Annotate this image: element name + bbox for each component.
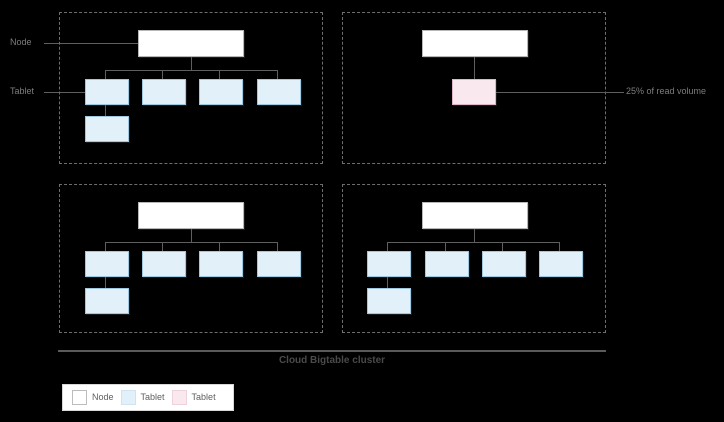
node-group-1-container <box>59 12 323 164</box>
connector-drop-3-3 <box>219 242 220 251</box>
connector-drop-4-1 <box>387 242 388 251</box>
tablet-box-4-5[interactable] <box>367 288 411 314</box>
tablet-box-1-1[interactable] <box>85 79 129 105</box>
hot-tablet-swatch-icon <box>171 390 187 405</box>
tablet-box-4-3[interactable] <box>482 251 526 277</box>
node-group-2-container <box>342 12 606 164</box>
connector-trunk-4 <box>474 229 475 242</box>
tablet-leader-line <box>44 92 85 93</box>
tablet-box-3-1[interactable] <box>85 251 129 277</box>
connector-drop-1-5 <box>105 105 106 116</box>
node-swatch-icon <box>72 390 87 405</box>
legend-entry-tablet: Tablet <box>120 390 165 405</box>
connector-drop-4-2 <box>445 242 446 251</box>
connector-drop-4-5 <box>387 277 388 288</box>
legend-entry-hot-tablet: Tablet <box>171 390 216 405</box>
cluster-caption: Cloud Bigtable cluster <box>278 355 386 366</box>
node-box-1[interactable] <box>138 30 244 57</box>
connector-bus-4 <box>387 242 559 243</box>
tablet-box-3-3[interactable] <box>199 251 243 277</box>
connector-bus-1 <box>105 70 277 71</box>
connector-drop-3-4 <box>277 242 278 251</box>
legend-label-node: Node <box>92 392 114 402</box>
connector-drop-3-2 <box>162 242 163 251</box>
connector-drop-3-1 <box>105 242 106 251</box>
connector-bus-3 <box>105 242 277 243</box>
connector-drop-3-5 <box>105 277 106 288</box>
tablet-box-1-4[interactable] <box>257 79 301 105</box>
node-row-label: Node <box>10 37 32 47</box>
legend-label-hot-tablet: Tablet <box>191 392 216 402</box>
connector-drop-4-3 <box>502 242 503 251</box>
tablet-box-3-2[interactable] <box>142 251 186 277</box>
node-leader-line <box>44 43 138 44</box>
hot-tablet-box-2-1[interactable] <box>452 79 496 105</box>
tablet-swatch-icon <box>120 390 136 405</box>
tablet-box-4-1[interactable] <box>367 251 411 277</box>
connector-trunk-3 <box>191 229 192 242</box>
node-group-4-container <box>342 184 606 333</box>
node-group-3-container <box>59 184 323 333</box>
tablet-row-label: Tablet <box>10 86 35 96</box>
legend: Node Tablet Tablet <box>62 384 234 411</box>
tablet-box-4-4[interactable] <box>539 251 583 277</box>
cluster-divider <box>58 350 606 352</box>
legend-label-tablet: Tablet <box>140 392 165 402</box>
connector-trunk-1 <box>191 57 192 70</box>
tablet-box-3-4[interactable] <box>257 251 301 277</box>
connector-drop-1-3 <box>219 70 220 79</box>
legend-entry-node: Node <box>72 390 114 405</box>
hot-tablet-callout-label: 25% of read volume <box>626 86 707 96</box>
tablet-box-1-3[interactable] <box>199 79 243 105</box>
tablet-box-1-5[interactable] <box>85 116 129 142</box>
tablet-box-3-5[interactable] <box>85 288 129 314</box>
node-box-3[interactable] <box>138 202 244 229</box>
hot-tablet-callout-line <box>496 92 624 93</box>
node-box-4[interactable] <box>422 202 528 229</box>
connector-trunk-2 <box>474 57 475 79</box>
connector-drop-1-1 <box>105 70 106 79</box>
connector-drop-1-2 <box>162 70 163 79</box>
tablet-box-1-2[interactable] <box>142 79 186 105</box>
connector-drop-1-4 <box>277 70 278 79</box>
node-box-2[interactable] <box>422 30 528 57</box>
tablet-box-4-2[interactable] <box>425 251 469 277</box>
connector-drop-4-4 <box>559 242 560 251</box>
